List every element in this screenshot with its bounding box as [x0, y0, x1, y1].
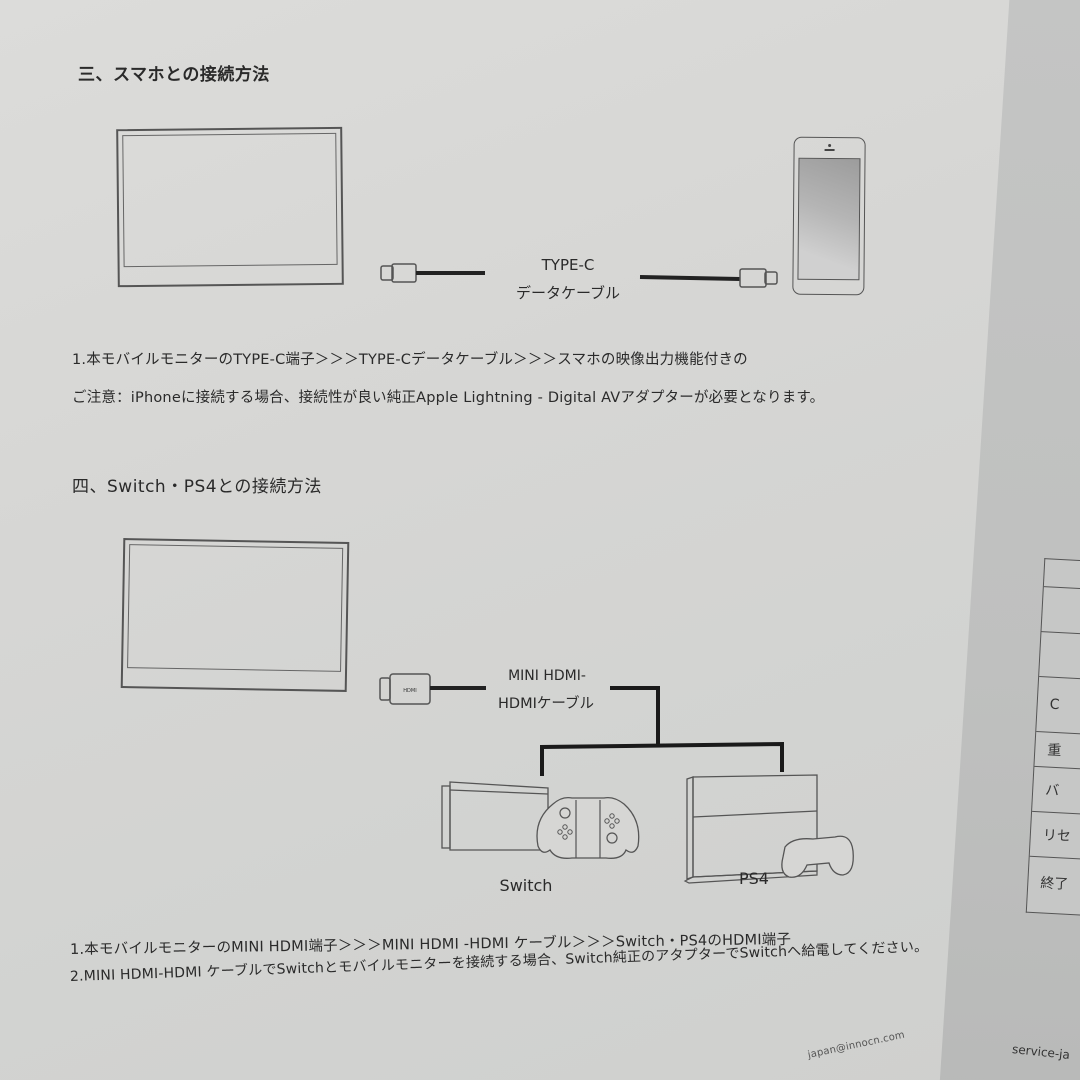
cable-splitter-lines — [540, 686, 784, 776]
hdmi-cable-label-1: MINI HDMI- — [508, 668, 586, 684]
section4-heading: 四、Switch・PS4との接続方法 — [72, 477, 322, 497]
smartphone-illustration — [792, 136, 866, 296]
nintendo-switch-illustration — [441, 781, 640, 859]
back-table-row: 終了 — [1039, 875, 1069, 893]
monitor-illustration-2 — [120, 538, 350, 692]
ps4-label: PS4 — [739, 869, 769, 888]
svg-text:HDMI: HDMI — [403, 688, 416, 694]
back-table-row: バ — [1032, 766, 1080, 816]
type-c-cable-label-2: データケーブル — [515, 284, 621, 302]
back-table-row — [1039, 632, 1080, 682]
section3-note-1: 1.本モバイルモニターのTYPE-C端子＞＞＞TYPE-Cデータケーブル＞＞＞ス… — [72, 352, 748, 368]
switch-label: Switch — [499, 876, 553, 895]
monitor-illustration — [116, 126, 344, 288]
back-table-row — [1041, 587, 1080, 637]
type-c-plug-right-icon — [639, 268, 778, 288]
back-table-row: C — [1036, 677, 1080, 737]
back-table-row: リセ — [1029, 811, 1080, 861]
ps4-illustration — [683, 774, 854, 884]
section3-heading: 三、スマホとの接続方法 — [78, 65, 270, 85]
section3-note-2: ご注意：iPhoneに接続する場合、接続性が良い純正Apple Lightnin… — [72, 390, 825, 406]
mini-hdmi-plug-icon: HDMI — [379, 673, 486, 705]
type-c-plug-left-icon — [380, 263, 485, 283]
hdmi-cable-label-2: HDMIケーブル — [498, 696, 594, 712]
back-table-row: 重 — [1034, 731, 1080, 772]
type-c-cable-label-1: TYPE-C — [541, 256, 595, 274]
